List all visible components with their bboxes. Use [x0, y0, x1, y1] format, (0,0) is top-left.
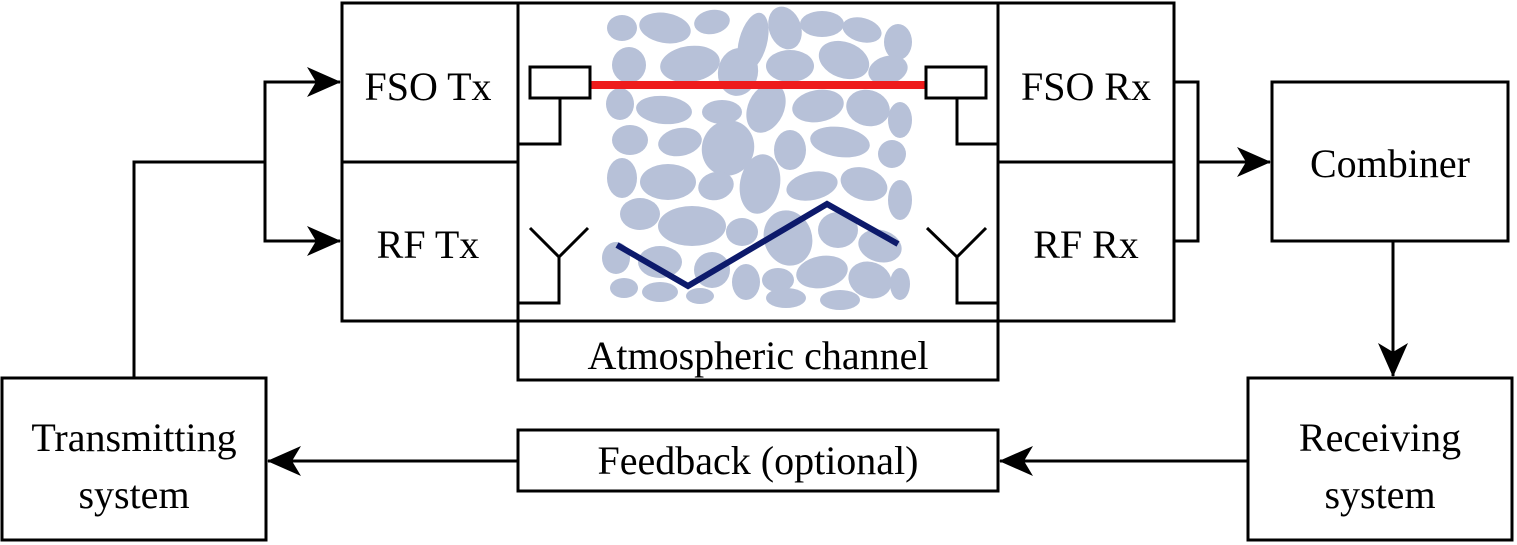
turbulence-cell — [868, 55, 908, 85]
rf-rx-out-line — [1174, 162, 1200, 243]
turbulence-cell — [732, 264, 760, 300]
turbulence-cell — [606, 88, 634, 120]
turbulence-cell — [800, 11, 844, 37]
turbulence-cell — [638, 246, 682, 278]
fso-tx-label: FSO Tx — [364, 64, 491, 109]
arrow-to-fso-tx — [263, 67, 341, 162]
rf-rx-label: RF Rx — [1033, 222, 1139, 267]
turbulence-cell — [686, 288, 714, 304]
tx-antenna-icon — [518, 226, 590, 305]
turbulence-cell — [612, 125, 648, 155]
turbulence-cells-icon — [602, 6, 912, 310]
turbulence-cell — [888, 102, 912, 138]
turbulence-cell — [768, 6, 802, 50]
turbulence-cell — [846, 89, 890, 127]
turbulence-cell — [620, 198, 660, 230]
fso-rx-label: FSO Rx — [1021, 64, 1151, 109]
feedback-label: Feedback (optional) — [598, 438, 919, 483]
turbulence-cell — [842, 17, 882, 43]
turbulence-cell — [766, 50, 814, 82]
turbulence-cell — [701, 120, 755, 176]
turbulence-cell — [766, 288, 806, 308]
turbulence-cell — [810, 126, 870, 158]
rx-laser-aperture-icon — [924, 65, 988, 100]
turbulence-cell — [878, 140, 906, 168]
turbulence-cell — [818, 40, 870, 80]
turbulence-cell — [888, 180, 912, 220]
turbulence-cell — [746, 83, 786, 133]
turbulence-cell — [612, 47, 646, 83]
turbulence-cell — [702, 100, 742, 124]
rf-tx-block — [340, 160, 520, 323]
turbulence-cell — [610, 278, 638, 298]
turbulence-cell — [726, 218, 758, 246]
turbulence-cell — [763, 210, 813, 266]
turbulence-cell — [636, 95, 692, 125]
turbulence-cell — [818, 212, 858, 248]
turbulence-cell — [792, 89, 844, 123]
combiner-block — [1270, 80, 1510, 243]
turbulence-cell — [848, 261, 892, 299]
combiner-label: Combiner — [1310, 141, 1470, 186]
turbulence-cell — [640, 164, 696, 200]
turbulence-cell — [639, 12, 691, 44]
turbulence-cell — [796, 255, 848, 289]
turbulence-cell — [658, 206, 726, 246]
fso-rx-out-line — [1174, 80, 1200, 162]
rx-antenna-icon — [925, 226, 998, 305]
turbulence-cell — [820, 290, 860, 310]
fso-tx-block — [340, 1, 520, 164]
feedback-block — [516, 428, 1000, 493]
receiving-system-block — [1246, 376, 1514, 542]
atmospheric-channel-label: Atmospheric channel — [588, 333, 929, 378]
turbulence-cell — [694, 9, 730, 35]
turbulence-cell — [698, 171, 734, 201]
turbulence-cell — [739, 154, 781, 214]
turbulence-cell — [890, 268, 910, 300]
turbulence-cell — [762, 268, 794, 292]
turbulence-cell — [786, 171, 838, 201]
turbulence-cell — [884, 24, 912, 60]
turbulence-cell — [774, 130, 806, 170]
receiving-system-label-line1: Receiving — [1299, 415, 1461, 460]
transmitting-system-label-line1: Transmitting — [31, 415, 236, 460]
turbulence-cell — [658, 127, 702, 157]
tx-laser-feed — [518, 98, 562, 146]
rf-tx-label: RF Tx — [377, 222, 480, 267]
tx-feed-line — [132, 160, 265, 378]
rf-wave — [615, 200, 900, 290]
arrow-to-rf-tx — [263, 162, 341, 256]
turbulence-cell — [660, 45, 720, 83]
tx-laser-aperture-icon — [528, 65, 592, 100]
transmitting-system-label-line2: system — [78, 472, 189, 517]
rf-rx-block — [996, 160, 1176, 323]
rx-laser-feed — [955, 98, 998, 146]
turbulence-cell — [642, 282, 678, 302]
receiving-system-label-line2: system — [1324, 472, 1435, 517]
turbulence-cell — [607, 158, 637, 198]
turbulence-cell — [840, 167, 888, 201]
turbulence-cell — [607, 15, 637, 41]
fso-rx-block — [996, 1, 1176, 164]
